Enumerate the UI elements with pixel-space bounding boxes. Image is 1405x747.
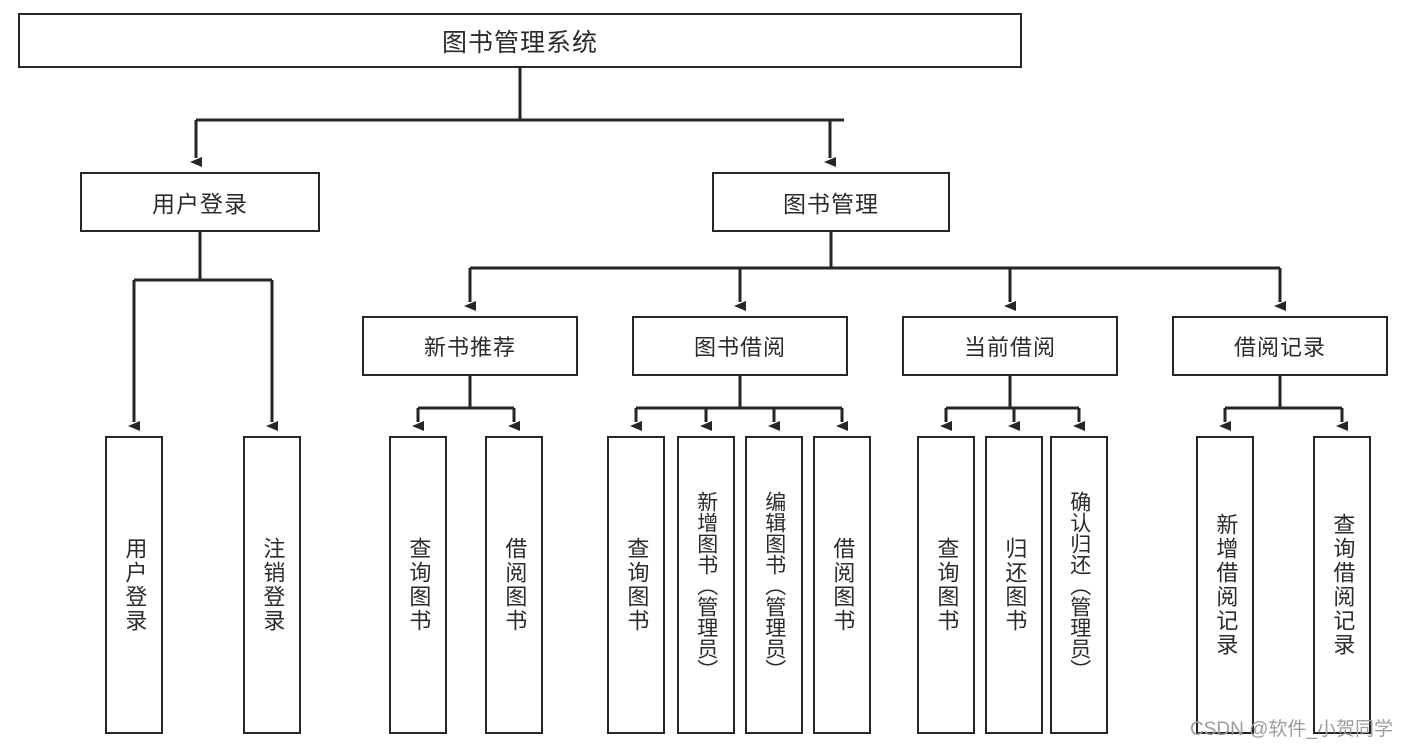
leaf-borrow-add-book-admin-label: 新增图书（管理员） [694,490,718,680]
leaf-current-confirm-return-admin-label: 确认归还（管理员） [1067,490,1091,680]
leaf-borrow-borrow-book[interactable]: 借阅图书 [813,436,871,734]
node-book-management-label: 图书管理 [783,191,879,217]
leaf-user-logout-label: 注销登录 [260,537,286,633]
leaf-current-query-book-label: 查询图书 [934,537,960,633]
leaf-newbook-query-book-label: 查询图书 [406,537,432,633]
node-current-borrow[interactable]: 当前借阅 [902,316,1118,376]
leaf-borrow-borrow-book-label: 借阅图书 [830,537,856,633]
leaf-borrow-edit-book-admin-label: 编辑图书（管理员） [762,490,786,680]
leaf-records-query-record-label: 查询借阅记录 [1330,513,1356,657]
node-root-label: 图书管理系统 [441,28,598,57]
node-book-borrow[interactable]: 图书借阅 [632,316,848,376]
leaf-borrow-add-book-admin[interactable]: 新增图书（管理员） [677,436,735,734]
leaf-user-login-label: 用户登录 [122,537,148,633]
leaf-newbook-borrow-book-label: 借阅图书 [502,537,528,633]
leaf-borrow-query-book-label: 查询图书 [624,537,650,633]
node-user-login-label: 用户登录 [152,191,248,217]
leaf-current-query-book[interactable]: 查询图书 [917,436,975,734]
leaf-records-query-record[interactable]: 查询借阅记录 [1313,436,1371,734]
leaf-borrow-edit-book-admin[interactable]: 编辑图书（管理员） [745,436,803,734]
node-borrow-records-label: 借阅记录 [1233,335,1326,360]
leaf-user-login[interactable]: 用户登录 [105,436,163,734]
node-current-borrow-label: 当前借阅 [963,335,1056,360]
leaf-newbook-query-book[interactable]: 查询图书 [389,436,447,734]
leaf-records-add-record-label: 新增借阅记录 [1213,513,1239,657]
leaf-user-logout[interactable]: 注销登录 [243,436,301,734]
node-root[interactable]: 图书管理系统 [18,13,1022,68]
node-new-book-recommend-label: 新书推荐 [423,335,516,360]
node-borrow-records[interactable]: 借阅记录 [1172,316,1388,376]
leaf-newbook-borrow-book[interactable]: 借阅图书 [485,436,543,734]
csdn-watermark: CSDN @软件_小贺同学 [1190,719,1393,740]
node-new-book-recommend[interactable]: 新书推荐 [362,316,578,376]
leaf-records-add-record[interactable]: 新增借阅记录 [1196,436,1254,734]
node-user-login[interactable]: 用户登录 [80,172,320,232]
leaf-current-return-book-label: 归还图书 [1002,537,1028,633]
node-book-management[interactable]: 图书管理 [712,172,950,232]
node-book-borrow-label: 图书借阅 [693,335,786,360]
leaf-current-return-book[interactable]: 归还图书 [985,436,1043,734]
leaf-borrow-query-book[interactable]: 查询图书 [607,436,665,734]
leaf-current-confirm-return-admin[interactable]: 确认归还（管理员） [1050,436,1108,734]
